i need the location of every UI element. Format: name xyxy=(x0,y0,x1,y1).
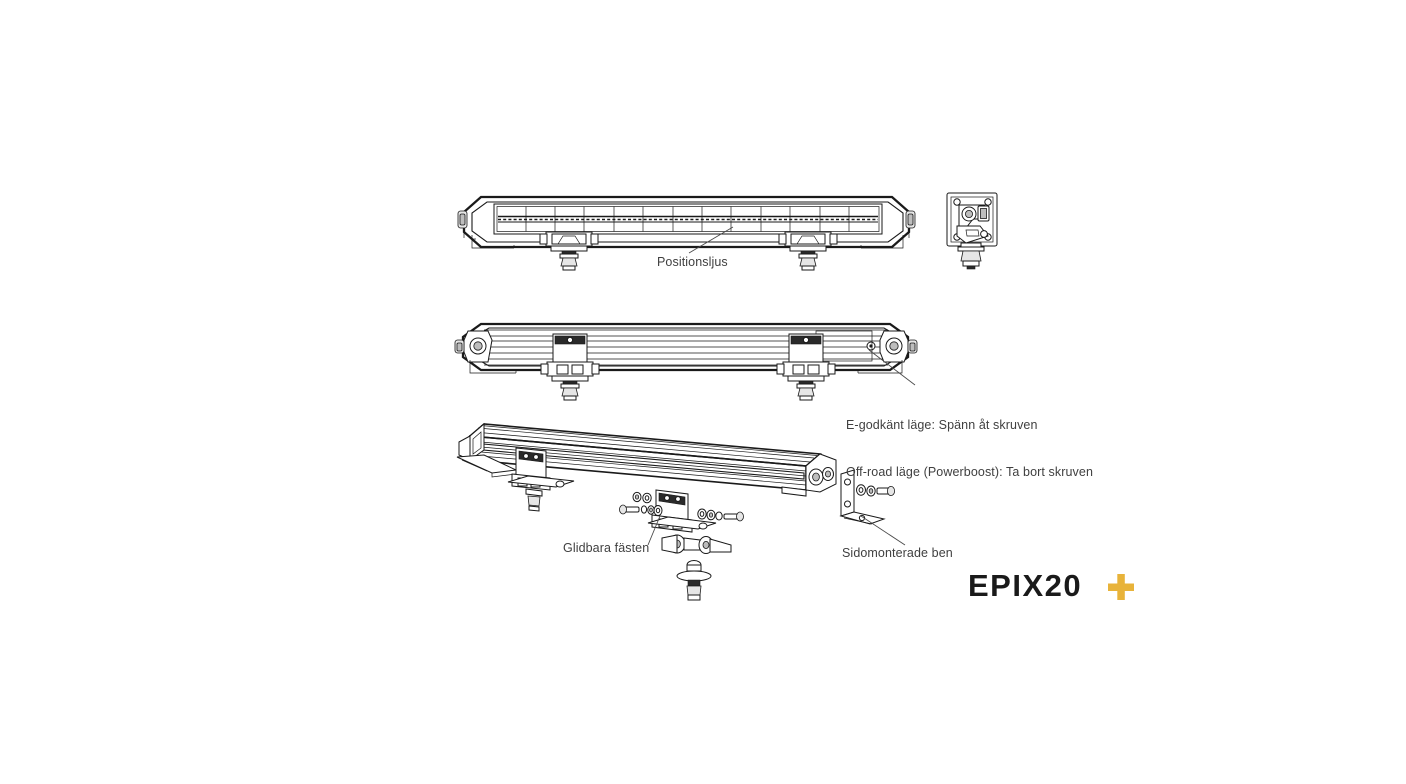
end-cap-detail-group xyxy=(946,192,998,270)
mount-bracket-front-left xyxy=(539,231,599,271)
hardware-upper-washers xyxy=(632,491,652,504)
isometric-view-group xyxy=(456,422,906,601)
front-view-group xyxy=(457,195,916,271)
hardware-right-bolt-set xyxy=(697,508,744,522)
callout-line-e-approved: E-godkänt läge: Spänn åt skruven xyxy=(846,418,1038,432)
mount-bracket-rear-right xyxy=(776,333,836,401)
rear-end-cap-right xyxy=(857,330,918,374)
callout-line-offroad: Off-road läge (Powerboost): Ta bort skru… xyxy=(846,464,1094,479)
end-cap-left xyxy=(457,210,468,238)
iso-sliding-mount-left xyxy=(507,447,575,512)
leader-mode-text xyxy=(868,349,916,386)
leader-sidomonterade xyxy=(860,515,906,546)
sliding-feet-detail xyxy=(661,534,732,554)
callout-label-mode-settings: E-godkänt läge: Spänn åt skruven Off-roa… xyxy=(846,387,1093,511)
rear-end-cap-left xyxy=(454,330,517,374)
leader-glidbara xyxy=(647,515,661,546)
extrusion-ribs xyxy=(478,329,894,366)
callout-label-side-mount-legs: Sidomonterade ben xyxy=(842,546,953,560)
side-mount-hardware xyxy=(856,484,896,497)
position-light-strip xyxy=(498,215,878,223)
logo-plus-icon xyxy=(1108,574,1134,600)
epix20-logo-svg: EPIX20 xyxy=(968,568,1134,603)
hardware-left-bolt-set xyxy=(619,504,663,516)
sliding-feet-bolt xyxy=(676,560,712,601)
end-cap-right xyxy=(905,210,916,238)
side-mount-leg-bracket xyxy=(839,469,886,525)
product-logo: EPIX20 xyxy=(968,566,1138,606)
rear-view-group xyxy=(454,322,918,401)
callout-label-position-light: Positionsljus xyxy=(657,255,728,269)
mount-bracket-front-right xyxy=(778,231,838,271)
callout-label-sliding-mounts: Glidbara fästen xyxy=(563,541,650,555)
logo-wordmark: EPIX20 xyxy=(968,568,1082,603)
mount-bracket-rear-left xyxy=(540,333,600,401)
iso-sliding-mount-right xyxy=(647,489,717,533)
leader-positionsljus xyxy=(688,226,734,254)
iso-end-cap-right xyxy=(781,453,837,497)
